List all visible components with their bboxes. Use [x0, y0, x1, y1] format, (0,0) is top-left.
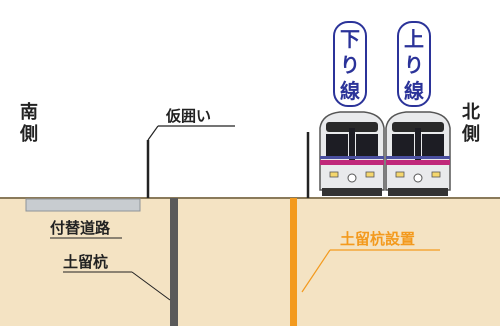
- up-line-char-2: り: [404, 53, 424, 77]
- up-line-badge: 上 り 線: [397, 21, 431, 107]
- detour-road-slab: [25, 198, 141, 212]
- up-line-char-3: 線: [404, 79, 424, 103]
- down-line-char-1: 下: [340, 27, 360, 51]
- ground-soil: [0, 198, 500, 326]
- down-line-char-3: 線: [340, 79, 360, 103]
- retaining-pile-label: 土留杭: [63, 253, 108, 271]
- train-down-line: [319, 111, 385, 196]
- retaining-pile-callout: 土留杭: [63, 253, 171, 301]
- north-char-1: 北: [462, 102, 480, 123]
- south-char-1: 南: [20, 101, 38, 123]
- temporary-fence: 仮囲い: [146, 107, 235, 198]
- south-char-2: 側: [19, 123, 38, 145]
- temporary-fence-label: 仮囲い: [165, 107, 211, 125]
- detour-road-callout: 付替道路: [50, 219, 122, 239]
- north-side-label: 北 側: [461, 102, 480, 145]
- up-line-char-1: 上: [404, 27, 424, 51]
- down-line-badge: 下 り 線: [333, 21, 367, 107]
- retaining-pile-install-label: 土留杭設置: [340, 230, 415, 248]
- retaining-pile-existing: [170, 198, 178, 326]
- detour-road-label: 付替道路: [50, 219, 111, 237]
- retaining-pile-new: [290, 198, 297, 326]
- retaining-pile-install-callout: 土留杭設置: [301, 230, 440, 293]
- south-side-label: 南 側: [19, 101, 38, 145]
- train-up-line: [385, 111, 451, 196]
- north-char-2: 側: [461, 123, 480, 145]
- down-line-char-2: り: [340, 53, 360, 77]
